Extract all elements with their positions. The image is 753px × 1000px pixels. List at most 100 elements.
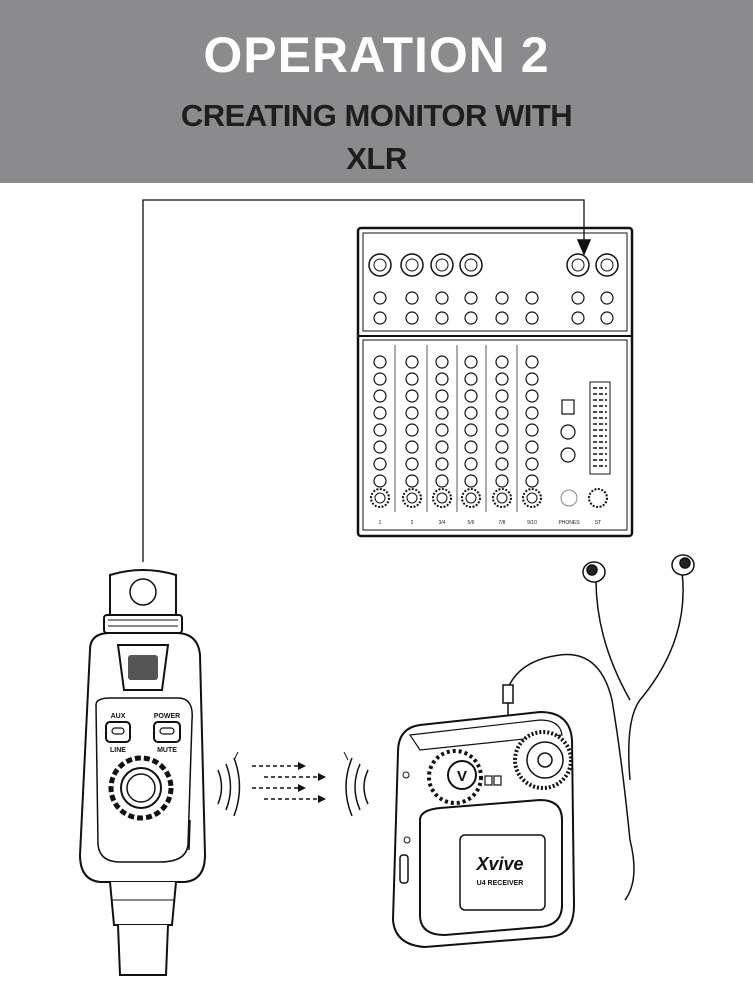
line-input-jack[interactable] — [373, 291, 387, 305]
xlr-input-jack[interactable] — [459, 253, 483, 277]
channel-knob[interactable] — [464, 440, 478, 454]
channel-knob[interactable] — [464, 406, 478, 420]
level-knob-cap[interactable] — [465, 492, 477, 504]
line-input-jack[interactable] — [571, 311, 585, 325]
receiver-model-label: U4 RECEIVER — [477, 880, 524, 887]
channel-knob[interactable] — [405, 372, 419, 386]
channel-knob[interactable] — [464, 423, 478, 437]
channel-knob[interactable] — [495, 406, 509, 420]
xlr-input-jack[interactable] — [566, 253, 590, 277]
channel-knob[interactable] — [495, 440, 509, 454]
level-knob[interactable] — [522, 488, 542, 508]
line-input-jack[interactable] — [525, 311, 539, 325]
xlr-input-jack[interactable] — [430, 253, 454, 277]
master-knob[interactable] — [560, 447, 576, 463]
channel-knob[interactable] — [464, 457, 478, 471]
channel-knob[interactable] — [495, 355, 509, 369]
channel-knob[interactable] — [373, 406, 387, 420]
level-knob[interactable] — [402, 488, 422, 508]
level-knob-cap[interactable] — [526, 492, 538, 504]
channel-knob[interactable] — [373, 372, 387, 386]
channel-knob[interactable] — [435, 355, 449, 369]
channel-knob[interactable] — [525, 474, 539, 488]
channel-knob[interactable] — [405, 355, 419, 369]
channel-knob[interactable] — [435, 474, 449, 488]
aux-line-switch[interactable] — [105, 721, 131, 743]
phones-label: PHONES — [558, 520, 580, 526]
channel-knob[interactable] — [405, 389, 419, 403]
channel-knob[interactable] — [373, 440, 387, 454]
xlr-input-jack[interactable] — [400, 253, 424, 277]
page-subtitle-line1: CREATING MONITOR WITH — [180, 98, 573, 133]
power-mute-button[interactable] — [153, 721, 181, 743]
xlr-input-inner — [373, 258, 387, 272]
line-input-jack[interactable] — [495, 291, 509, 305]
line-input-jack[interactable] — [495, 311, 509, 325]
phones-knob[interactable] — [560, 489, 578, 507]
channel-knob[interactable] — [464, 474, 478, 488]
u4-receiver: Xvive U4 RECEIVER V — [391, 710, 576, 949]
channel-label: 7/8 — [499, 520, 506, 526]
line-input-jack[interactable] — [405, 291, 419, 305]
line-input-jack[interactable] — [435, 311, 449, 325]
channel-knob[interactable] — [435, 423, 449, 437]
channel-knob[interactable] — [525, 440, 539, 454]
channel-knob[interactable] — [525, 389, 539, 403]
channel-knob[interactable] — [495, 457, 509, 471]
line-input-jack[interactable] — [435, 291, 449, 305]
channel-knob[interactable] — [373, 355, 387, 369]
channel-knob[interactable] — [495, 423, 509, 437]
channel-knob[interactable] — [373, 474, 387, 488]
line-input-jack[interactable] — [464, 311, 478, 325]
level-knob-cap[interactable] — [496, 492, 508, 504]
line-input-jack[interactable] — [571, 291, 585, 305]
channel-knob[interactable] — [525, 406, 539, 420]
channel-knob[interactable] — [495, 389, 509, 403]
channel-knob[interactable] — [435, 406, 449, 420]
channel-knob[interactable] — [435, 389, 449, 403]
channel-dial[interactable] — [108, 755, 174, 821]
channel-knob[interactable] — [405, 423, 419, 437]
channel-knob[interactable] — [495, 474, 509, 488]
st-level-knob[interactable] — [588, 488, 608, 508]
channel-knob[interactable] — [373, 389, 387, 403]
channel-knob[interactable] — [525, 423, 539, 437]
line-input-jack[interactable] — [525, 291, 539, 305]
level-knob-cap[interactable] — [436, 492, 448, 504]
channel-knob[interactable] — [435, 372, 449, 386]
level-knob[interactable] — [432, 488, 452, 508]
channel-knob[interactable] — [495, 372, 509, 386]
xlr-input-inner — [600, 258, 614, 272]
channel-knob[interactable] — [373, 423, 387, 437]
channel-knob[interactable] — [405, 474, 419, 488]
channel-knob[interactable] — [405, 406, 419, 420]
line-input-jack[interactable] — [600, 311, 614, 325]
channel-knob[interactable] — [525, 355, 539, 369]
channel-knob[interactable] — [525, 457, 539, 471]
channel-knob[interactable] — [464, 389, 478, 403]
level-knob-cap[interactable] — [374, 492, 386, 504]
channel-knob[interactable] — [405, 457, 419, 471]
line-input-jack[interactable] — [464, 291, 478, 305]
xlr-input-jack[interactable] — [368, 253, 392, 277]
channel-knob[interactable] — [373, 457, 387, 471]
channel-label: 5/6 — [468, 520, 475, 526]
channel-knob[interactable] — [525, 372, 539, 386]
channel-knob[interactable] — [464, 372, 478, 386]
xlr-input-jack[interactable] — [595, 253, 619, 277]
channel-knob[interactable] — [435, 440, 449, 454]
line-input-jack[interactable] — [373, 311, 387, 325]
level-knob[interactable] — [492, 488, 512, 508]
master-knob[interactable] — [560, 424, 576, 440]
channel-knob[interactable] — [435, 457, 449, 471]
level-knob[interactable] — [370, 488, 390, 508]
line-input-jack[interactable] — [405, 311, 419, 325]
level-knob-cap[interactable] — [406, 492, 418, 504]
channel-knob[interactable] — [464, 355, 478, 369]
level-knob[interactable] — [461, 488, 481, 508]
line-input-jack[interactable] — [600, 291, 614, 305]
power-label: POWER — [154, 713, 180, 720]
xlr-input-inner — [571, 258, 585, 272]
channel-knob[interactable] — [405, 440, 419, 454]
